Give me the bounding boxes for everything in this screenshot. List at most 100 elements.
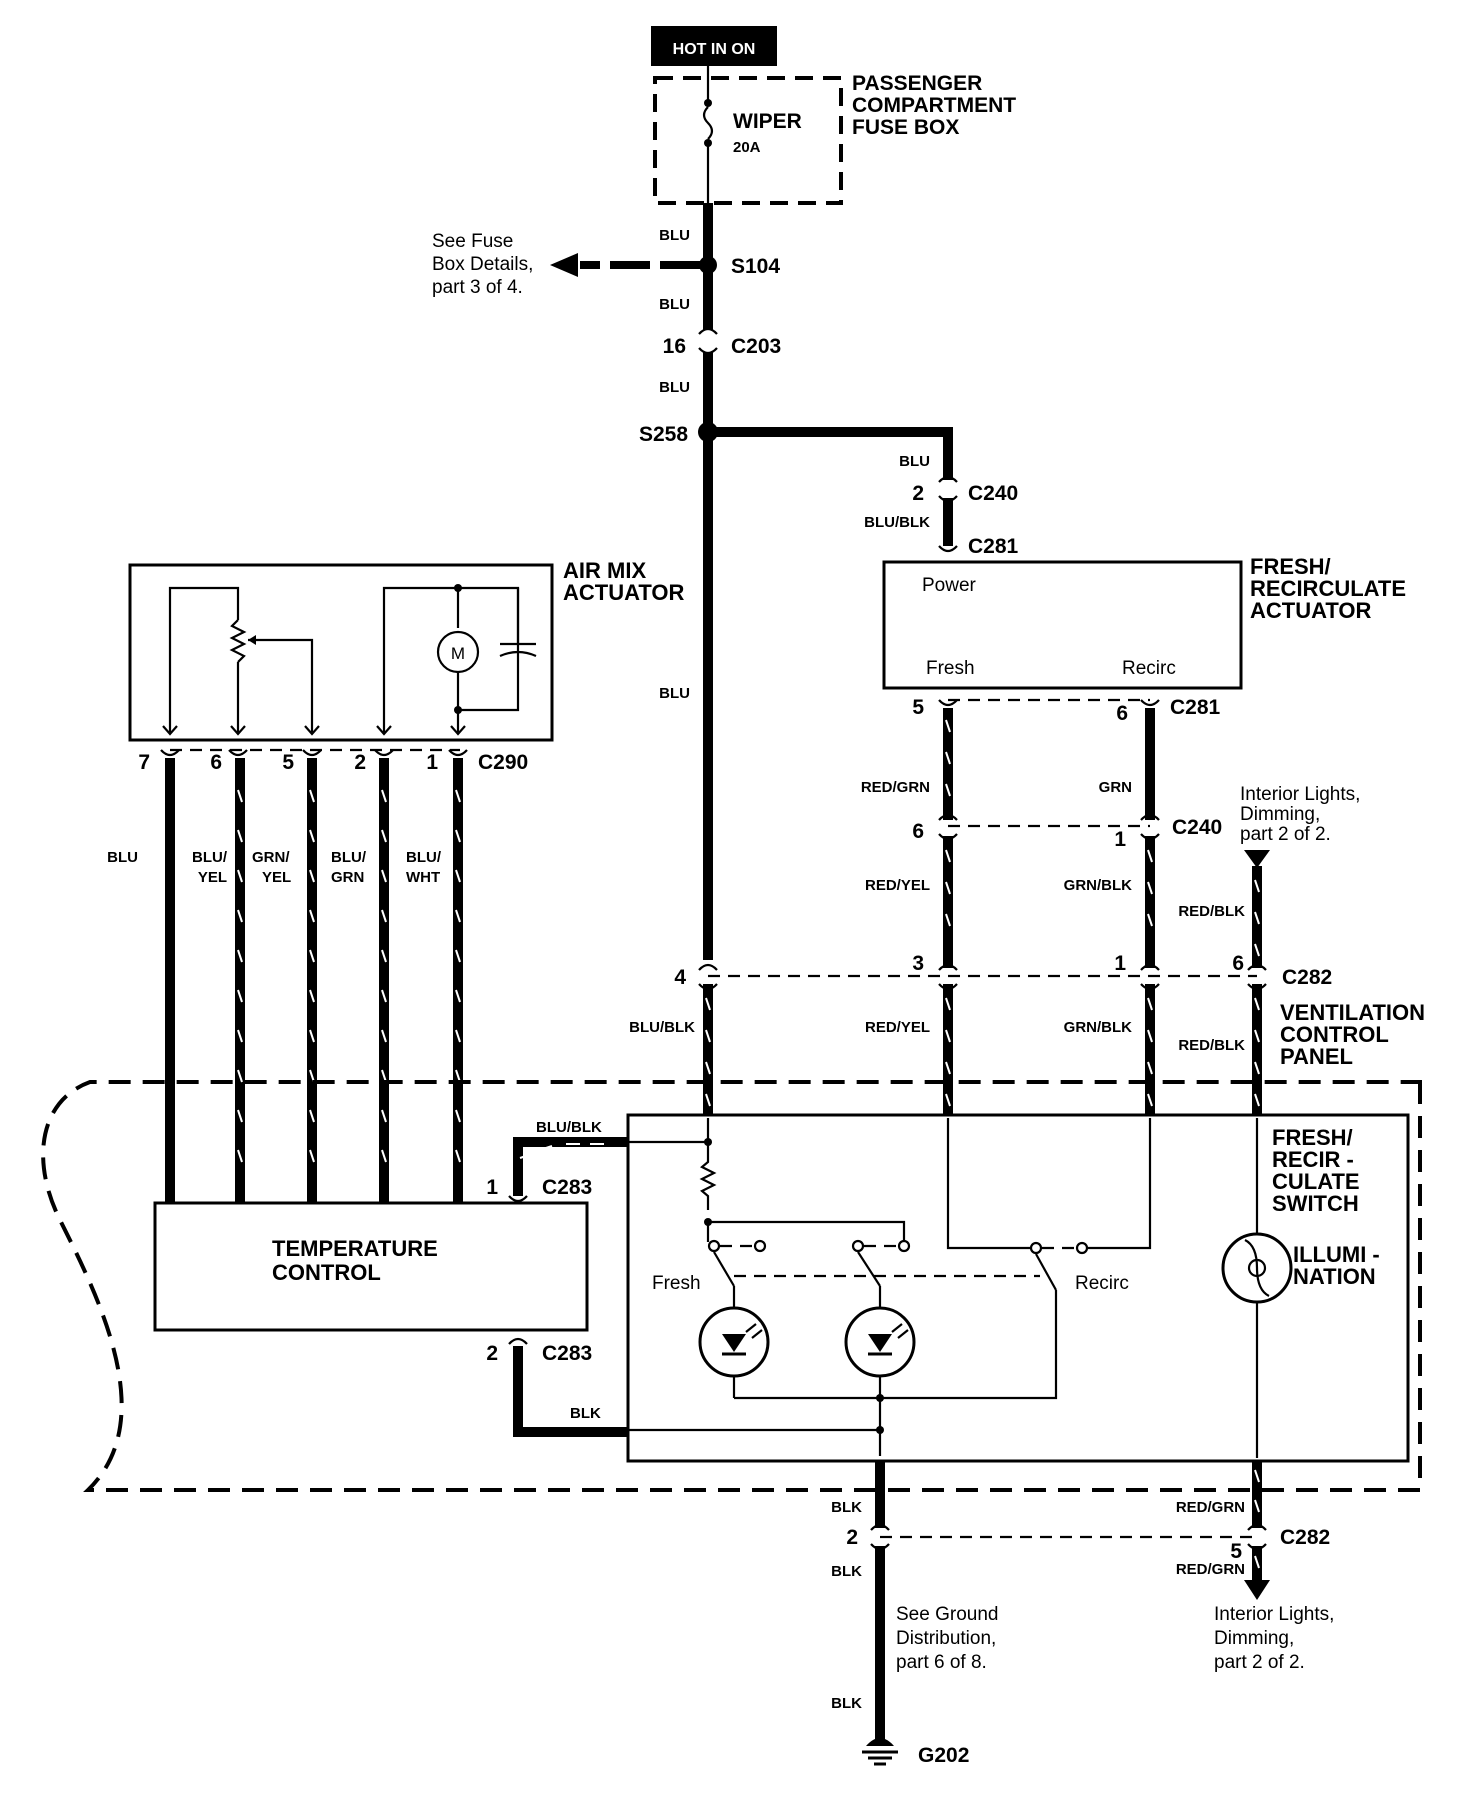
wire-blu-1: BLU [659,227,690,244]
fuse-details-line2: Box Details, [432,254,533,275]
actuator-title-3: ACTUATOR [1250,598,1372,623]
wire-blu-3: BLU [659,379,690,396]
wire-bluyel-2: YEL [198,869,227,886]
fuse-details-line1: See Fuse [432,231,513,252]
wire-redgrn-bottom-2: RED/GRN [1176,1561,1245,1578]
wire-grnyel-2: YEL [262,869,291,886]
temp-control-2: CONTROL [272,1260,381,1285]
ground-pin: 2 [846,1526,858,1549]
connector-c290: 7 6 5 2 1 C290 [138,748,528,774]
illumination-1: ILLUMI - [1293,1242,1380,1267]
wire-blugrn-2: GRN [331,869,364,886]
interior-lights-bottom: RED/GRN 5 C282 RED/GRN Interior Lights, … [880,1461,1334,1673]
wire-grnblk-1: GRN/BLK [1064,877,1132,894]
c283-top-label: C283 [542,1176,592,1199]
vent-panel-2: CONTROL [1280,1022,1389,1047]
fuse-box-line1: PASSENGER [852,72,982,95]
c282-label: C282 [1282,966,1332,989]
c203-label: C203 [731,335,781,358]
temperature-control: TEMPERATURE CONTROL BLU/BLK 1 C283 2 C28… [153,1119,628,1437]
wire-bluwht-1: BLU/ [406,849,442,866]
vent-panel-1: VENTILATION [1280,1000,1425,1025]
c282-recirc-pin: 1 [1114,952,1126,975]
vent-panel-3: PANEL [1280,1044,1353,1069]
fresh-recirc-switch: FRESH/ RECIR - CULATE SWITCH Fresh Recir… [626,1113,1410,1463]
wire-blublk-c283: BLU/BLK [536,1119,602,1136]
wire-grnyel-1: GRN/ [252,849,290,866]
c290-pin-7: 7 [138,751,150,774]
interior-top-line3: part 2 of 2. [1240,824,1331,845]
wire-grnblk-2: GRN/BLK [1064,1019,1132,1036]
interior-top-line2: Dimming, [1240,804,1320,825]
c290-pin-6: 6 [210,751,222,774]
wire-bluyel-1: BLU/ [192,849,228,866]
air-mix-title-1: AIR MIX [563,558,646,583]
wire-blu-2: BLU [659,296,690,313]
actuator-recirc: Recirc [1122,658,1176,679]
actuator-title-1: FRESH/ [1250,554,1331,579]
ground-ref-1: See Ground [896,1604,998,1625]
actuator-title-2: RECIRCULATE [1250,576,1406,601]
wire-redgrn-bottom-1: RED/GRN [1176,1499,1245,1516]
wire-grn: GRN [1099,779,1132,796]
switch-title-4: SWITCH [1272,1191,1359,1216]
fresh-recirculate-actuator: Power Fresh Recirc FRESH/ RECIRCULATE AC… [882,554,1406,690]
wire-redyel-2: RED/YEL [865,1019,930,1036]
c282-fresh-pin: 3 [912,952,924,975]
c281-lower-label: C281 [1170,696,1221,719]
connector-c281-lower: 5 6 C281 [912,696,1220,725]
ground-circuit: BLK 2 BLK BLK See Ground Distribution, p… [831,1461,998,1767]
switch-recirc: Recirc [1075,1273,1129,1294]
wire-redyel-1: RED/YEL [865,877,930,894]
blublk-lower-trunk: BLU/BLK [629,984,713,1118]
switch-fresh: Fresh [652,1273,701,1294]
wire-bluwht-2: WHT [406,869,440,886]
main-blu-trunk: BLU BLU BLU BLU [659,203,713,960]
wire-redgrn-1: RED/GRN [861,779,930,796]
air-mix-actuator: AIR MIX ACTUATOR M [128,558,685,742]
wire-blublk-trunk: BLU/BLK [629,1019,695,1036]
ground-label: G202 [918,1744,969,1767]
splice-s104: S104 See Fuse Box Details, part 3 of 4. [432,231,780,298]
wire-blk-c283: BLK [570,1405,601,1422]
c290-pin-2: 2 [354,751,366,774]
connector-c282-row: 4 3 1 6 C282 VENTILATION CONTROL PANEL [674,952,1425,1069]
c283-bottom-label: C283 [542,1342,592,1365]
c283-bottom-pin: 2 [486,1342,498,1365]
c240-top-pin: 2 [912,482,924,505]
s104-label: S104 [731,255,780,278]
c281-top-label: C281 [968,535,1019,558]
wire-redblk-2: RED/BLK [1178,1037,1245,1054]
connector-c240-middle: 6 1 C240 [912,813,1222,851]
wire-blublk-top: BLU/BLK [864,514,930,531]
c203-pin: 16 [663,335,686,358]
fuse-details-line3: part 3 of 4. [432,277,523,298]
actuator-fresh: Fresh [926,658,975,679]
splice-s258: S258 BLU 2 C240 BLU/BLK C281 [639,422,1019,558]
switch-title-1: FRESH/ [1272,1125,1353,1150]
c282-bottom-label: C282 [1280,1526,1330,1549]
temp-control-1: TEMPERATURE [272,1236,438,1261]
fresh-wire-column: RED/GRN RED/YEL RED/YEL [861,708,953,1118]
interior-bottom-1: Interior Lights, [1214,1604,1334,1625]
motor-label: M [451,644,465,663]
recirc-wire-column: GRN GRN/BLK GRN/BLK [1064,708,1155,1118]
fuse-name: WIPER [733,110,802,133]
ground-ref-3: part 6 of 8. [896,1652,987,1673]
air-mix-title-2: ACTUATOR [563,580,685,605]
passenger-fuse-box: WIPER 20A PASSENGER COMPARTMENT FUSE BOX [653,66,1016,205]
interior-top-line1: Interior Lights, [1240,784,1360,805]
temp-wire-bundle: BLU BLU/ YEL GRN/ YEL BLU/ GRN BLU/ WHT [107,758,463,1203]
wire-blu-4: BLU [659,685,690,702]
c282-illum-pin: 6 [1232,952,1244,975]
wire-blu-5: BLU [899,453,930,470]
wire-blk-2: BLK [831,1563,862,1580]
hot-in-on-text: HOT IN ON [673,41,756,58]
ventilation-panel-outline [41,1080,1422,1492]
switch-title-2: RECIR - [1272,1147,1354,1172]
c240-middle-label: C240 [1172,816,1222,839]
hot-in-on-badge: HOT IN ON [651,26,777,66]
connector-c203: 16 C203 [663,327,781,358]
interior-bottom-3: part 2 of 2. [1214,1652,1305,1673]
